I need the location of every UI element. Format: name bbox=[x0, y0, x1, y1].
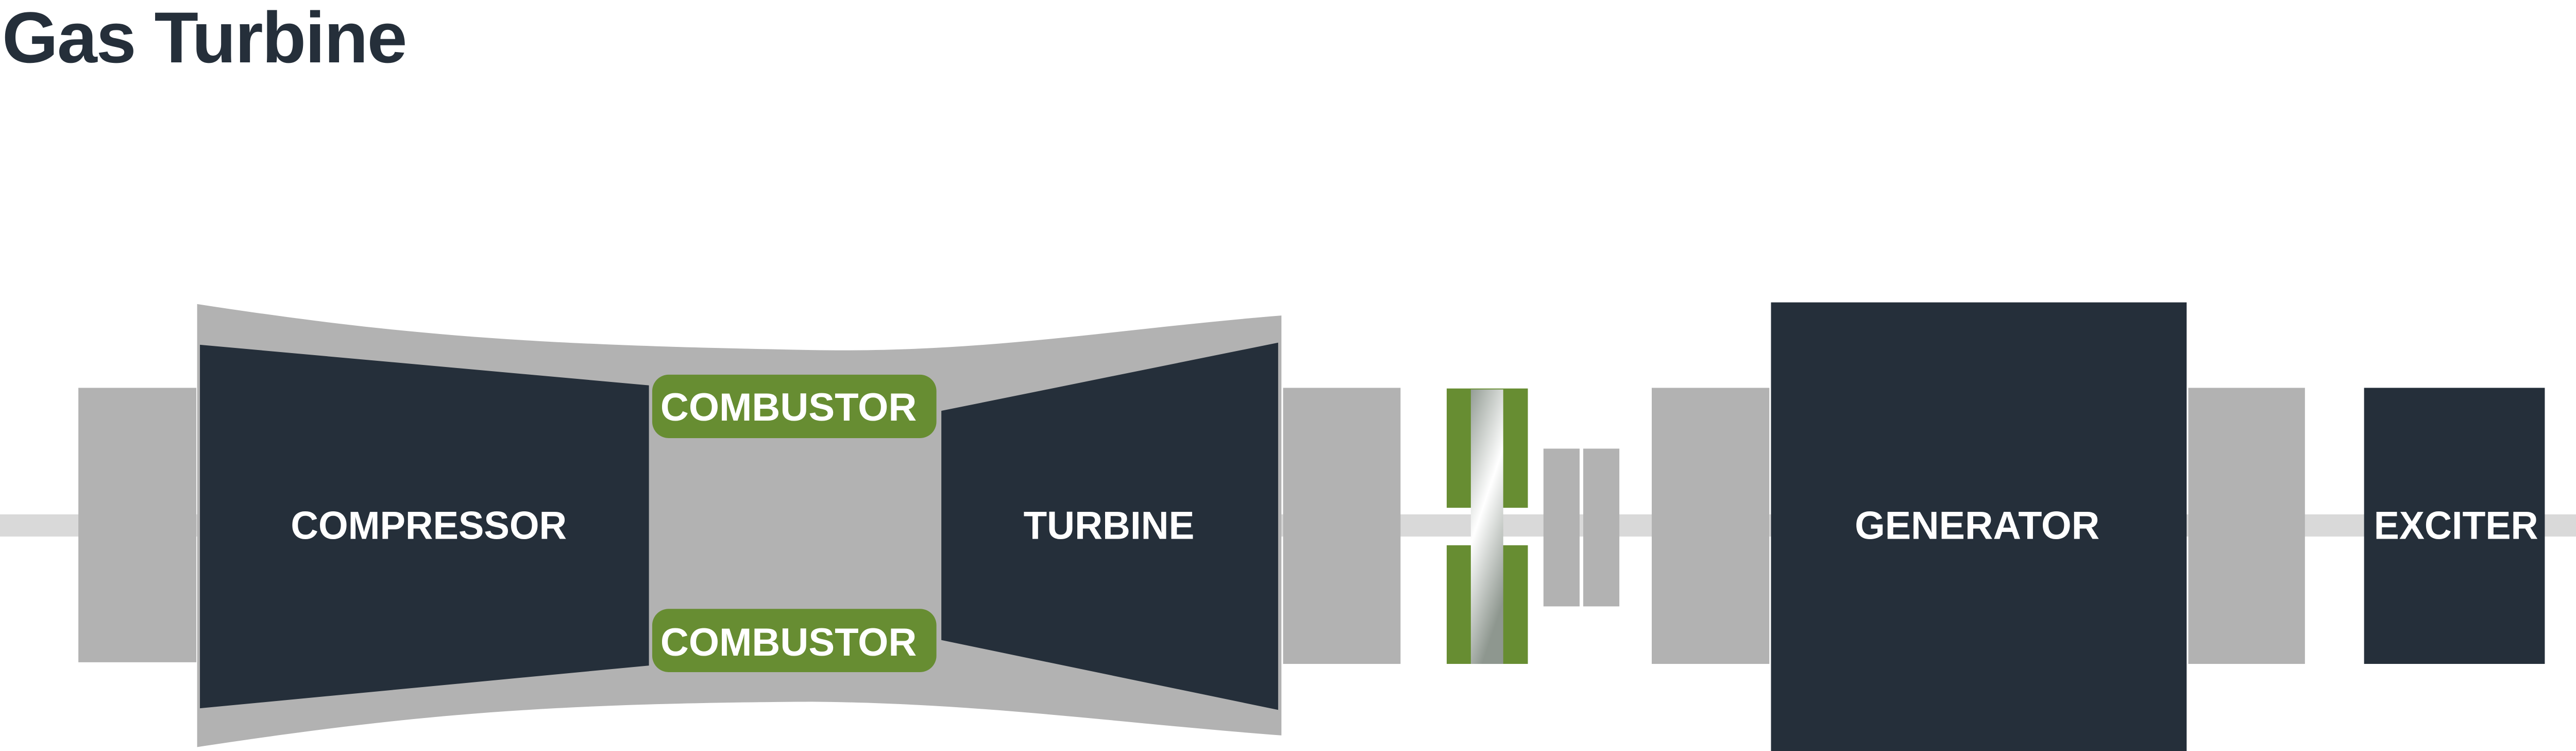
combustor-bottom bbox=[652, 609, 937, 672]
page-title: Gas Turbine bbox=[2, 0, 407, 78]
exciter-label: EXCITER bbox=[2374, 504, 2538, 548]
compressor-section bbox=[200, 344, 649, 709]
generator-bearing-right bbox=[2188, 388, 2305, 664]
generator-bearing-left bbox=[1651, 388, 1770, 664]
exciter bbox=[2364, 388, 2545, 664]
combustor-top-label: COMBUSTOR bbox=[660, 386, 917, 429]
gearbox-block-2 bbox=[1583, 448, 1620, 607]
generator-label: GENERATOR bbox=[1855, 504, 2099, 548]
turbine-label: TURBINE bbox=[1024, 504, 1195, 548]
combustor-top bbox=[652, 374, 937, 438]
gearbox-block-1 bbox=[1543, 448, 1580, 607]
combustor-bottom-label: COMBUSTOR bbox=[660, 621, 917, 664]
compressor-label: COMPRESSOR bbox=[291, 504, 567, 548]
turbine-section bbox=[941, 342, 1278, 710]
exhaust-bearing-block bbox=[1283, 388, 1401, 664]
inlet-bearing-block bbox=[78, 388, 197, 662]
generator bbox=[1771, 302, 2187, 751]
coupling-disc bbox=[1470, 389, 1503, 664]
